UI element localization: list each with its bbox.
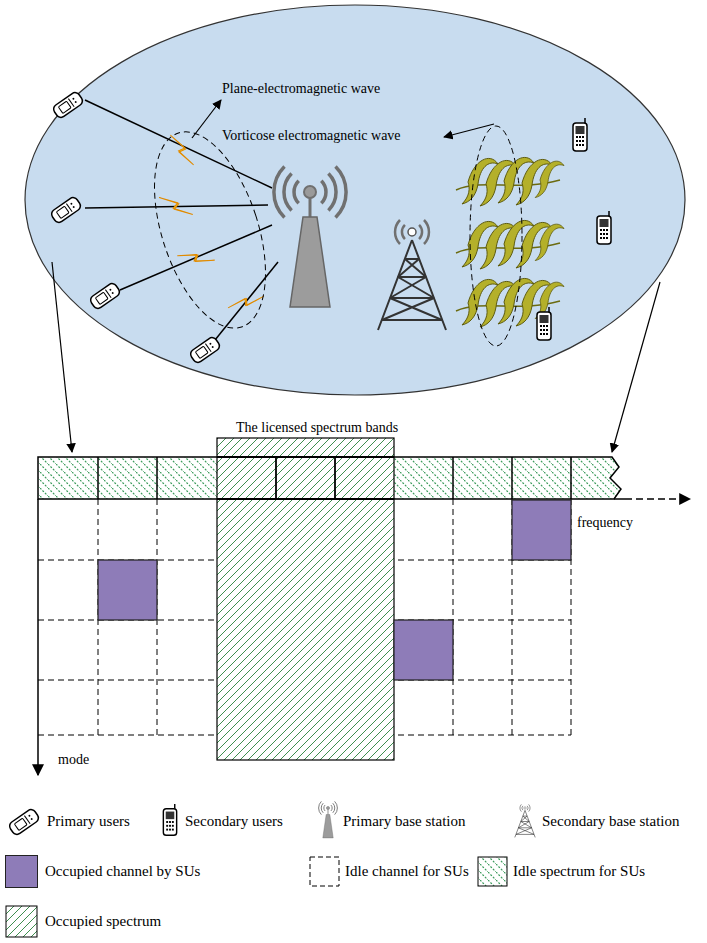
occupied-channels bbox=[98, 500, 571, 680]
legend-label: Primary base station bbox=[343, 813, 465, 829]
text-label: Vorticose electromagnetic wave bbox=[222, 127, 401, 144]
legend-label: Primary users bbox=[47, 813, 130, 829]
legend-label: Occupied channel by SUs bbox=[45, 863, 200, 879]
primary-base-station bbox=[274, 167, 346, 308]
legend-label: Secondary users bbox=[185, 813, 283, 829]
mode-axis bbox=[37, 499, 39, 775]
lightning-bolts bbox=[159, 135, 264, 321]
legend-item: Occupied channel by SUs bbox=[45, 862, 200, 880]
licensed-band bbox=[217, 438, 394, 760]
zoom-arrow bbox=[52, 262, 72, 452]
text-label: frequency bbox=[577, 514, 633, 531]
legend-swatch bbox=[5, 855, 38, 888]
leader-arrow bbox=[192, 100, 221, 138]
legend-item: Secondary base station bbox=[542, 812, 679, 830]
legend-icons bbox=[6, 801, 535, 937]
legend-label: Idle channel for SUs bbox=[345, 863, 469, 879]
zoom-arrow bbox=[612, 282, 660, 452]
secondary-users bbox=[537, 118, 611, 340]
legend-label: Secondary base station bbox=[542, 813, 679, 829]
legend-label: Occupied spectrum bbox=[45, 913, 161, 929]
legend-label: Idle spectrum for SUs bbox=[513, 863, 645, 879]
legend-item: Idle channel for SUs bbox=[345, 862, 469, 880]
legend-item: Primary users bbox=[47, 812, 130, 830]
primary-users bbox=[50, 91, 222, 365]
leader-arrow bbox=[444, 124, 494, 137]
legend-item: Occupied spectrum bbox=[45, 912, 161, 930]
text-label: The licensed spectrum bands bbox=[236, 419, 398, 436]
legend-item: Idle spectrum for SUs bbox=[513, 862, 645, 880]
vortex-wave-group bbox=[470, 126, 522, 346]
plane-wave-group bbox=[133, 118, 287, 342]
network-scene bbox=[25, 5, 685, 395]
vortex-waves bbox=[456, 157, 564, 327]
legend-item: Secondary users bbox=[185, 812, 283, 830]
spectrum-grid bbox=[38, 438, 690, 775]
text-label: Plane-electromagnetic wave bbox=[222, 80, 380, 97]
legend-item: Primary base station bbox=[343, 812, 465, 830]
text-label: mode bbox=[58, 751, 89, 768]
frequency-axis bbox=[625, 498, 690, 500]
secondary-base-station bbox=[378, 220, 446, 330]
